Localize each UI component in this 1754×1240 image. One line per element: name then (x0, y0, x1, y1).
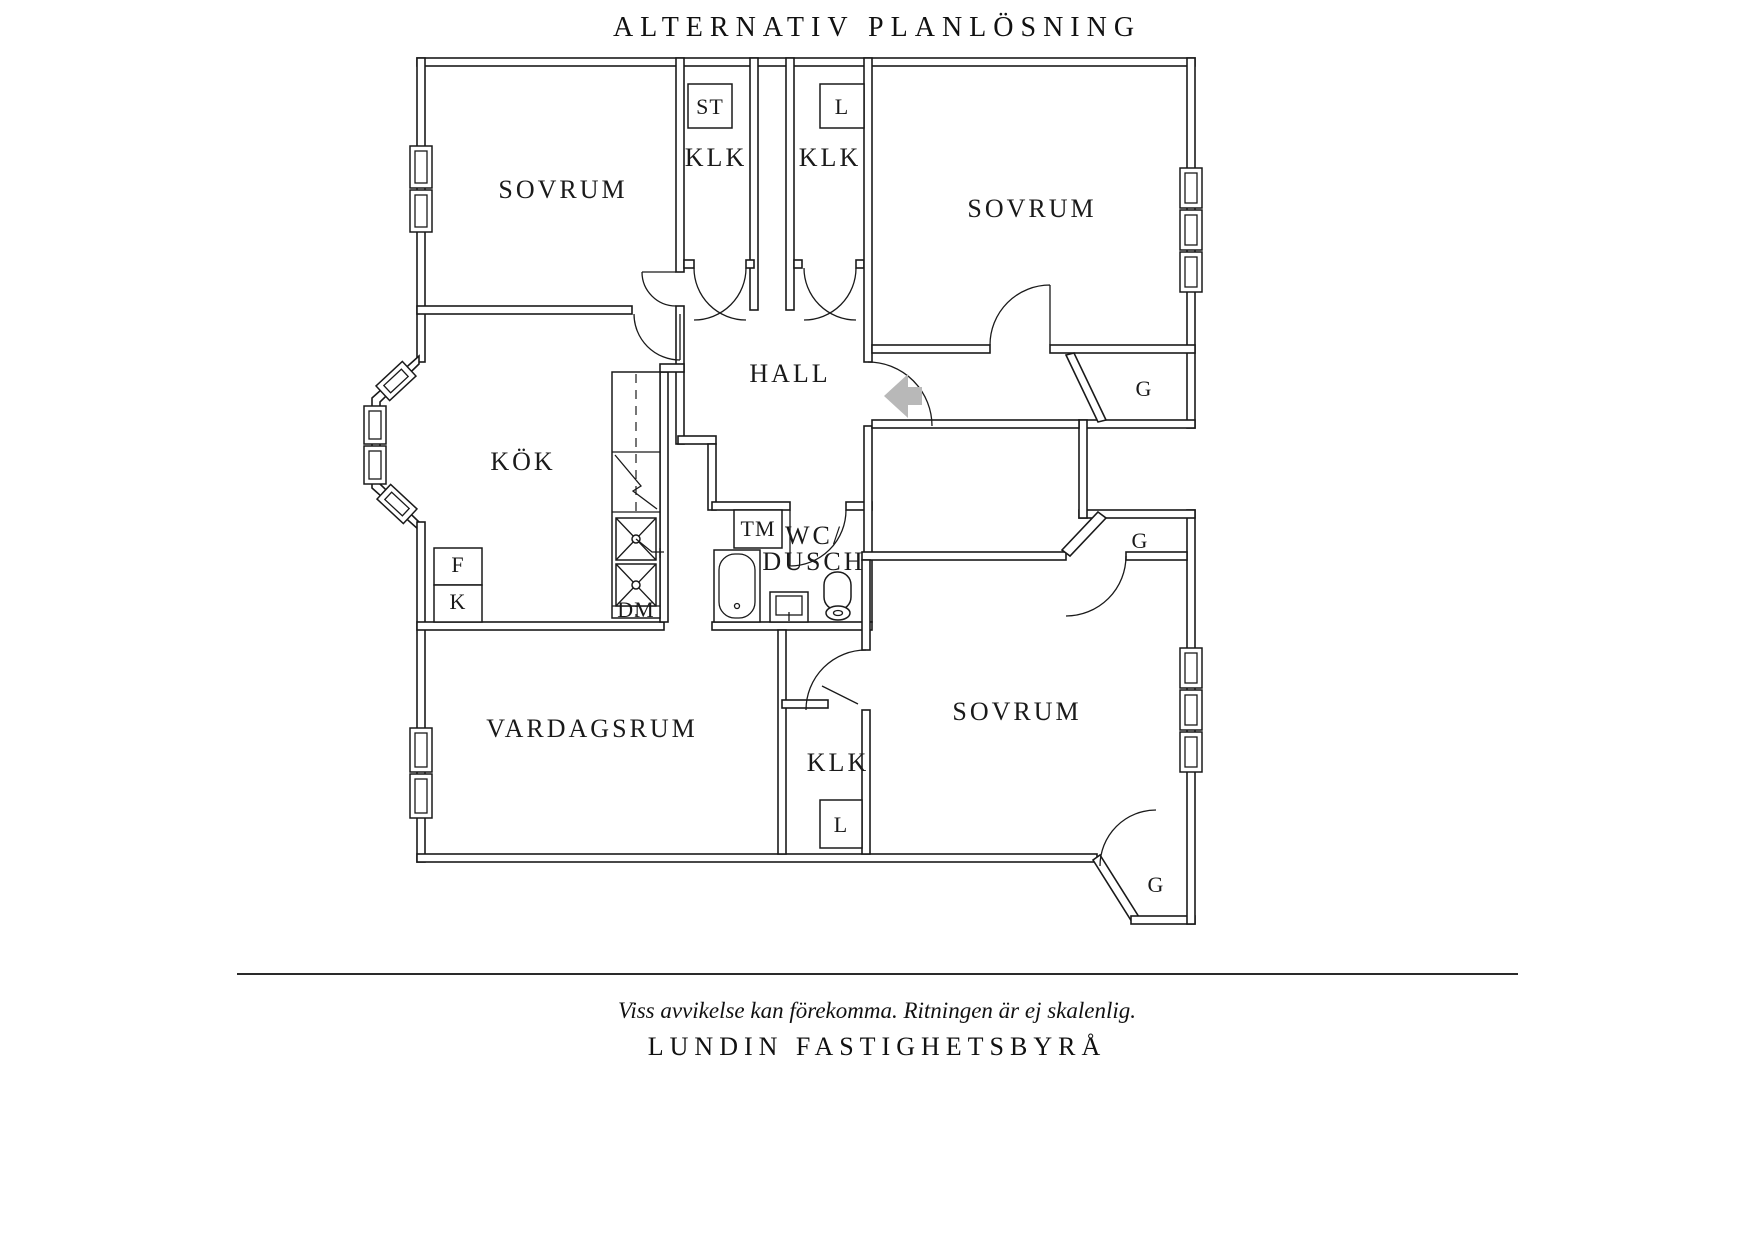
closet-boxes (687, 83, 865, 849)
sink-icon (615, 563, 657, 607)
inner-walls (416, 57, 1196, 855)
closet-label-g-bottom: G (1148, 872, 1165, 897)
toilet-icon (823, 571, 852, 621)
bathtub-icon (713, 549, 761, 623)
window-icon (409, 727, 433, 819)
window-icon (409, 145, 433, 233)
room-label-sovrum-tl: SOVRUM (498, 175, 627, 204)
kitchen-counter (611, 371, 664, 619)
washbasin-icon (769, 591, 809, 623)
appliance-labels: TM DM F K (450, 516, 776, 622)
room-label-klk-top-right: KLK (799, 143, 861, 172)
bathroom-fixtures (713, 509, 852, 623)
stove-icon (614, 454, 658, 510)
closet-label-l-top: L (835, 94, 849, 119)
appliance-label-dm: DM (617, 597, 654, 622)
appliance-label-tm: TM (741, 516, 776, 541)
closet-label-l-bottom: L (834, 812, 848, 837)
closet-label-g-mid: G (1132, 528, 1149, 553)
bay-window-icon (363, 360, 419, 525)
footer-disclaimer: Viss avvikelse kan förekomma. Ritningen … (617, 998, 1136, 1023)
window-icon (1179, 647, 1203, 773)
room-label-sovrum-tr: SOVRUM (967, 194, 1096, 223)
room-label-klk-top-left: KLK (685, 143, 747, 172)
footer-divider (237, 973, 1518, 975)
appliance-label-k: K (450, 589, 467, 614)
room-label-wc-line1: WC/ (785, 521, 843, 550)
sink-icon (615, 517, 664, 561)
fridge-freezer (433, 547, 483, 623)
room-label-sovrum-br: SOVRUM (952, 697, 1081, 726)
closet-label-g-top: G (1136, 376, 1153, 401)
room-label-kok: KÖK (490, 447, 555, 476)
room-label-wc-line2: DUSCH (762, 547, 865, 576)
doors (633, 267, 1157, 867)
footer-agency: LUNDIN FASTIGHETSBYRÅ (647, 1032, 1107, 1061)
appliance-label-f: F (451, 552, 464, 577)
room-label-vardagsrum: VARDAGSRUM (486, 714, 698, 743)
windows (363, 145, 1203, 819)
room-label-hall: HALL (749, 359, 830, 388)
window-icon (1179, 167, 1203, 293)
closet-label-st: ST (696, 94, 724, 119)
page-title: ALTERNATIV PLANLÖSNING (612, 12, 1142, 43)
room-labels: SOVRUM SOVRUM KÖK HALL VARDAGSRUM SOVRUM… (486, 143, 1096, 777)
entry-arrow-icon (884, 374, 922, 418)
washing-machine-icon (733, 509, 783, 549)
closet-labels: ST L L G G G (696, 94, 1165, 897)
room-label-klk-bottom: KLK (807, 748, 869, 777)
